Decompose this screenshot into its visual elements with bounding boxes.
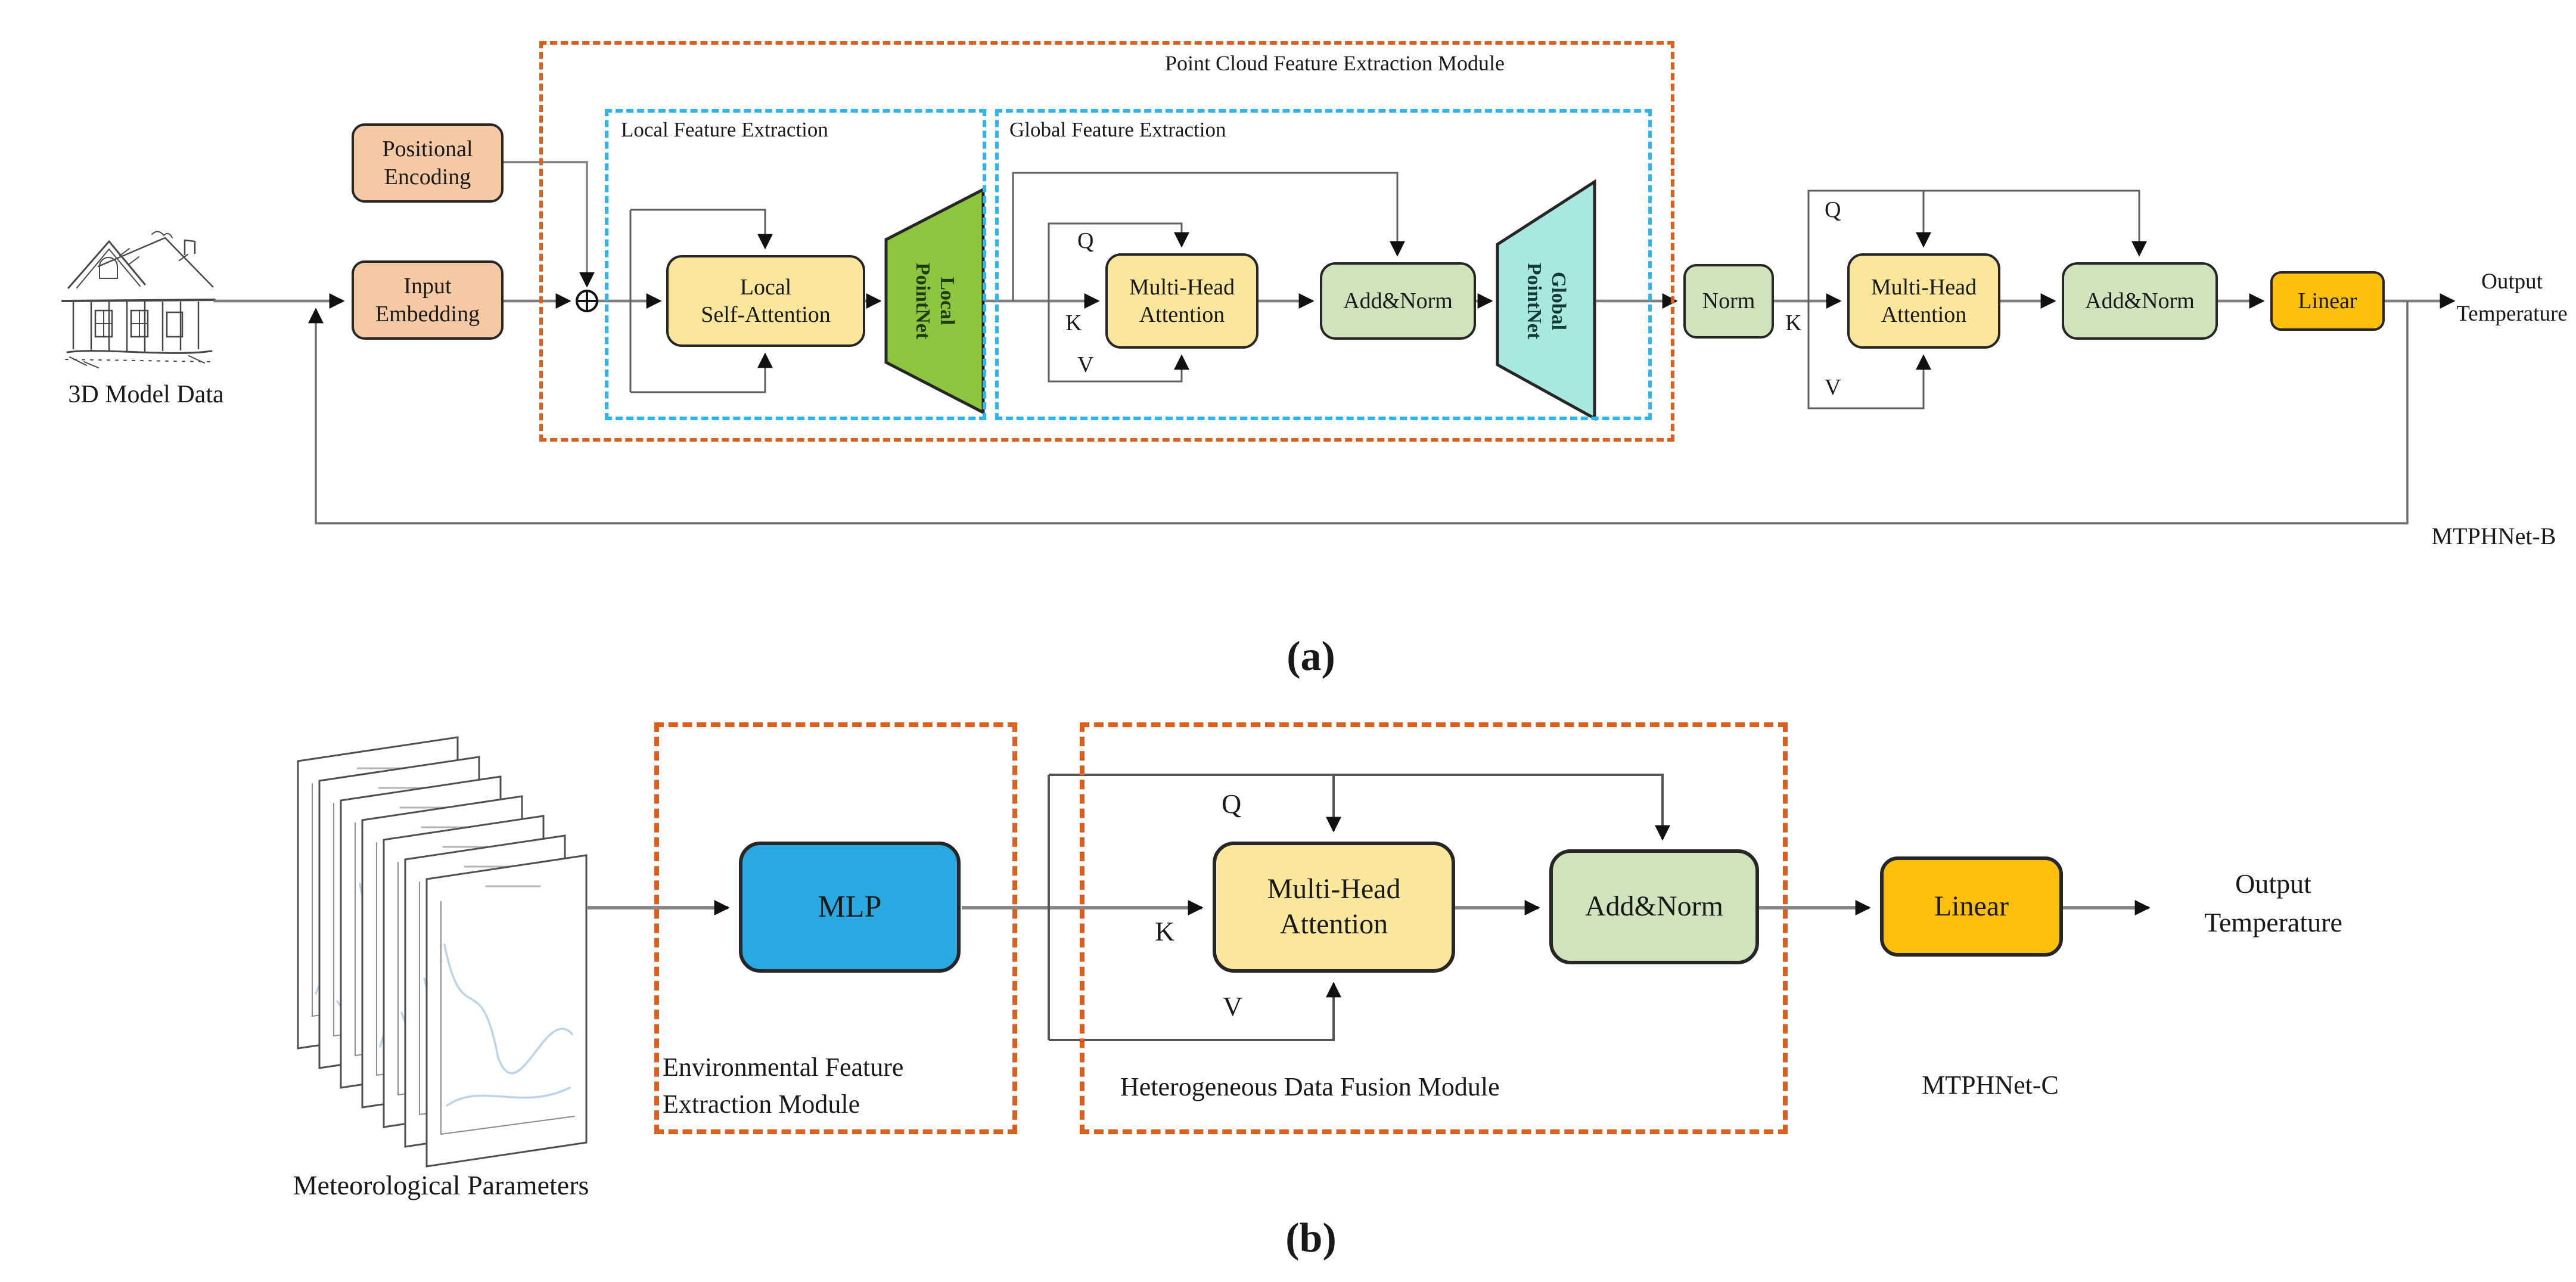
block-multi-head-attention-b: Multi-Head Attention xyxy=(1213,842,1455,973)
block-mlp: MLP xyxy=(739,842,961,973)
met-cards-icon xyxy=(297,736,588,1168)
block-positional-encoding: Positional Encoding xyxy=(352,123,504,203)
region-global-feature-extraction xyxy=(995,109,1652,420)
port-v2: V xyxy=(1825,375,1841,400)
caption-a: (a) xyxy=(1287,634,1335,679)
region-fusion-module xyxy=(1080,722,1788,1134)
block-norm: Norm xyxy=(1683,264,1774,339)
wire-lsa-residual-top xyxy=(630,209,773,250)
wire-pe-to-sum xyxy=(504,161,595,288)
label-mtphnet-c: MTPHNet-C xyxy=(1922,1070,2059,1100)
block-add-norm-1: Add&Norm xyxy=(1320,262,1476,340)
block-input-embedding: Input Embedding xyxy=(352,260,504,340)
block-multi-head-attention-2: Multi-Head Attention xyxy=(1847,253,2000,349)
block-multi-head-attention-1: Multi-Head Attention xyxy=(1105,253,1259,349)
caption-b: (b) xyxy=(1285,1215,1337,1261)
port-q-b: Q xyxy=(1222,789,1242,819)
wire-q2-skip-to-an2 xyxy=(1807,190,2147,301)
label-output-temperature-b: Output Temperature xyxy=(2204,868,2342,938)
label-output-temperature-a: Output Temperature xyxy=(2456,269,2568,326)
wire-skip-to-an1 xyxy=(1012,172,1405,301)
skip-connectors-a xyxy=(308,172,2409,524)
block-global-pointnet-label: Global PointNet xyxy=(1523,262,1570,340)
label-point-cloud-module: Point Cloud Feature Extraction Module xyxy=(1165,51,1505,75)
port-v1: V xyxy=(1077,352,1094,377)
block-add-norm-b: Add&Norm xyxy=(1549,849,1759,964)
block-local-pointnet-label: Local PointNet xyxy=(912,262,958,340)
label-mtphnet-b: MTPHNet-B xyxy=(2431,523,2556,550)
port-k1: K xyxy=(1065,311,1082,336)
circle-plus-icon xyxy=(576,290,598,312)
wire-v2-bracket xyxy=(1807,301,1931,409)
label-global-feature-extraction: Global Feature Extraction xyxy=(1009,118,1226,141)
port-k2: K xyxy=(1785,311,1802,336)
region-environmental-module xyxy=(654,722,1017,1134)
wire-v1-bracket xyxy=(1048,301,1189,383)
block-local-self-attention: Local Self-Attention xyxy=(666,255,865,347)
wire-q1-bracket xyxy=(1048,222,1189,301)
block-add-norm-2: Add&Norm xyxy=(2062,262,2218,340)
label-meteorological-parameters: Meteorological Parameters xyxy=(293,1170,589,1200)
skip-connectors-b xyxy=(1048,774,1670,1041)
port-k-b: K xyxy=(1155,916,1175,946)
port-q1: Q xyxy=(1077,228,1094,253)
label-local-feature-extraction: Local Feature Extraction xyxy=(621,118,828,141)
wire-q-line-b xyxy=(1049,774,1670,841)
label-fusion-module: Heterogeneous Data Fusion Module xyxy=(1120,1072,1500,1101)
port-q2: Q xyxy=(1825,197,1841,222)
region-point-cloud-module xyxy=(539,41,1674,442)
wire-lsa-residual-bottom xyxy=(630,352,773,393)
label-environmental-module: Environmental Feature Extraction Module xyxy=(663,1053,904,1119)
port-v-b: V xyxy=(1223,991,1243,1022)
block-linear-a: Linear xyxy=(2270,271,2385,331)
wire-feedback-loop xyxy=(308,301,2409,524)
block-linear-b: Linear xyxy=(1880,856,2063,957)
label-3d-model-data: 3D Model Data xyxy=(68,381,224,408)
wire-v-line-b xyxy=(1049,982,1341,1041)
house-sketch-icon xyxy=(61,231,216,368)
connectors-a xyxy=(213,161,2456,309)
region-local-feature-extraction xyxy=(605,109,986,420)
